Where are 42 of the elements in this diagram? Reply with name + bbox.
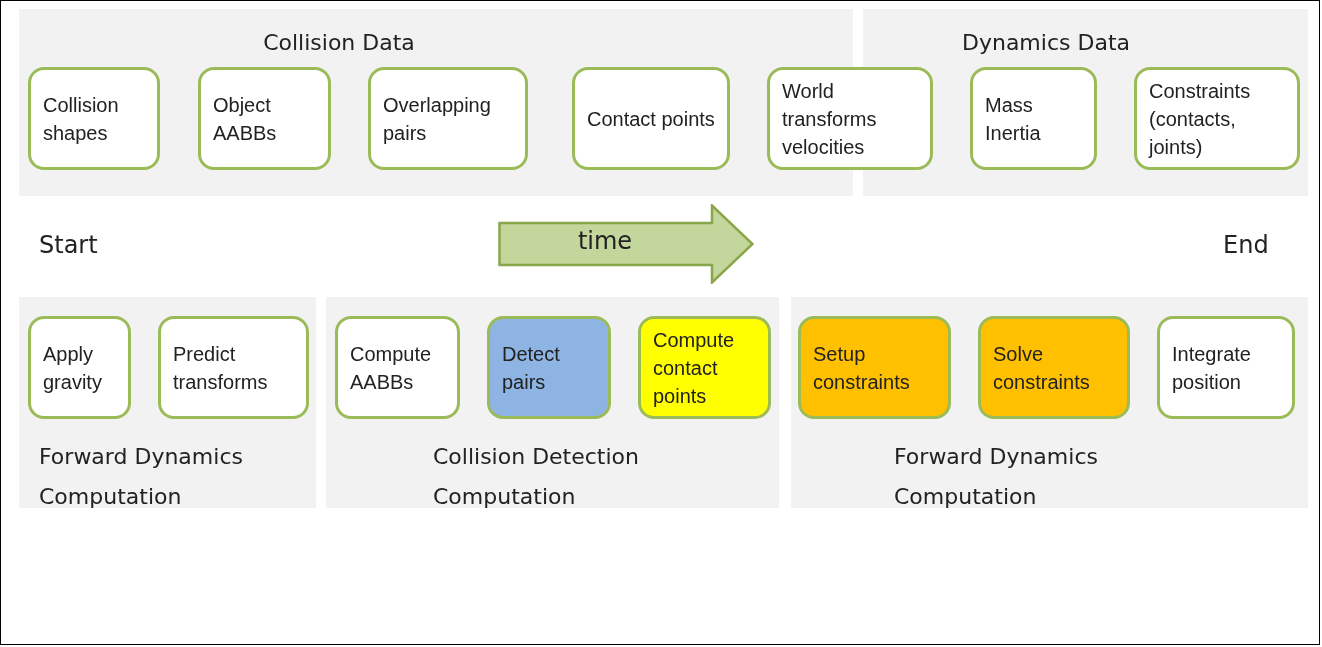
process-box	[368, 67, 528, 170]
panel-heading: Dynamics Data	[961, 29, 1131, 57]
panel-heading: Forward Dynamics Computation	[894, 443, 1099, 511]
box-label: Compute contact points	[653, 327, 736, 409]
box-label: Compute AABBs	[350, 341, 433, 395]
process-box	[487, 316, 611, 419]
box-label: Predict transforms	[173, 341, 269, 395]
box-label: Constraints (contacts, joints)	[1149, 78, 1252, 160]
arrow-label: time	[576, 226, 634, 256]
process-box	[978, 316, 1130, 419]
box-label: Integrate position	[1172, 341, 1252, 395]
panel-background	[791, 297, 1308, 508]
process-box	[638, 316, 771, 419]
panel-heading: Collision Detection Computation	[433, 443, 640, 511]
box-label: Setup constraints	[813, 341, 911, 395]
process-box	[28, 67, 160, 170]
box-label: Solve constraints	[993, 341, 1091, 395]
process-box	[28, 316, 131, 419]
box-label: Mass Inertia	[985, 92, 1042, 146]
time-arrow	[498, 204, 754, 284]
panel-heading: Collision Data	[262, 29, 416, 57]
process-box	[798, 316, 951, 419]
process-box	[572, 67, 730, 170]
panel-background	[326, 297, 779, 508]
process-box	[970, 67, 1097, 170]
side-label: End	[1223, 231, 1269, 259]
panel-background	[19, 297, 316, 508]
panel-heading: Forward Dynamics Computation	[39, 443, 244, 511]
box-label: World transforms velocities	[782, 78, 878, 160]
box-label: Apply gravity	[43, 341, 103, 395]
side-label: Start	[39, 231, 98, 259]
box-label: Object AABBs	[213, 92, 278, 146]
process-box	[1134, 67, 1300, 170]
box-label: Overlapping pairs	[383, 92, 492, 146]
box-label: Detect pairs	[502, 341, 561, 395]
process-box	[335, 316, 460, 419]
box-label: Collision shapes	[43, 92, 120, 146]
process-box	[767, 67, 933, 170]
box-label: Contact points	[587, 106, 715, 132]
process-box	[198, 67, 331, 170]
process-box	[158, 316, 309, 419]
process-box	[1157, 316, 1295, 419]
